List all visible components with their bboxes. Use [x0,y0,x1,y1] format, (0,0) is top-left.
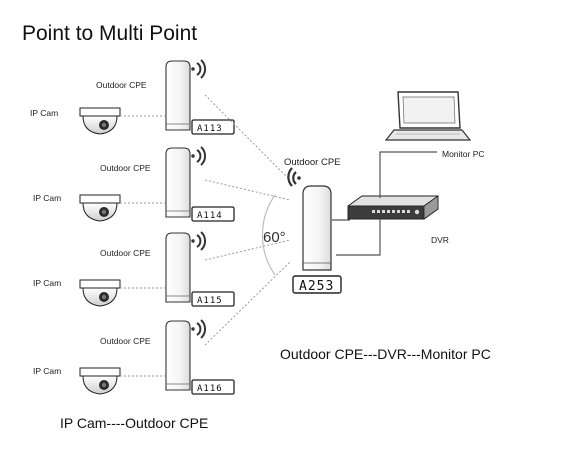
ssid-code: A113 [197,124,223,134]
client-row: IP Cam Outdoor CPE A114 [33,146,235,222]
wifi-icon [191,319,207,339]
wifi-icon [191,231,207,251]
ssid-display [191,206,235,222]
diagram-title: Point to Multi Point [22,22,197,45]
ssid-code: A116 [197,384,223,394]
ipcam-label: IP Cam [33,193,61,203]
monitor-label: Monitor PC [442,149,485,159]
cpe-label: Outdoor CPE [96,80,147,90]
sector-arc [261,194,276,276]
client-row: IP Cam Outdoor CPE A113 [30,59,235,135]
cpe-label: Outdoor CPE [100,336,151,346]
ip-camera [79,107,121,135]
wifi-icon [191,146,207,166]
link-line-1 [204,94,291,181]
ip-camera [79,367,121,395]
client-row: IP Cam Outdoor CPE A116 [33,319,235,395]
dvr-base-link [336,219,381,256]
caption-right: Outdoor CPE---DVR---Monitor PC [280,346,491,362]
link-line-3 [204,239,291,261]
base-station: 60° Outdoor CPE A253 [204,94,342,346]
dvr-label: DVR [431,235,449,245]
ssid-display [191,119,235,135]
ip-camera [79,279,121,307]
base-ssid: A253 [299,279,334,294]
dvr: DVR [332,195,449,245]
wifi-icon [191,59,207,79]
ssid-code: A114 [197,211,223,221]
ssid-code: A115 [197,296,223,306]
ip-camera [79,194,121,222]
ipcam-label: IP Cam [33,366,61,376]
cpe-label: Outdoor CPE [100,163,151,173]
client-cpe-device [165,147,191,218]
base-station-label: Outdoor CPE [284,157,341,168]
wifi-icon [287,167,301,187]
client-row: IP Cam Outdoor CPE A115 [33,231,235,307]
dvr-monitor-link [379,151,437,198]
cpe-label: Outdoor CPE [100,248,151,258]
caption-left: IP Cam----Outdoor CPE [60,415,208,431]
ssid-display [191,291,235,307]
ipcam-label: IP Cam [33,278,61,288]
ipcam-label: IP Cam [30,108,58,118]
ssid-display [191,379,235,395]
base-ssid-display [292,275,342,294]
client-cpe-device [165,232,191,303]
client-cpe-device [165,60,191,131]
sector-angle: 60° [263,229,286,246]
base-cpe-device [302,185,332,271]
link-line-2 [204,179,291,201]
client-cpe-device [165,320,191,391]
monitor-pc: Monitor PC [384,91,485,159]
